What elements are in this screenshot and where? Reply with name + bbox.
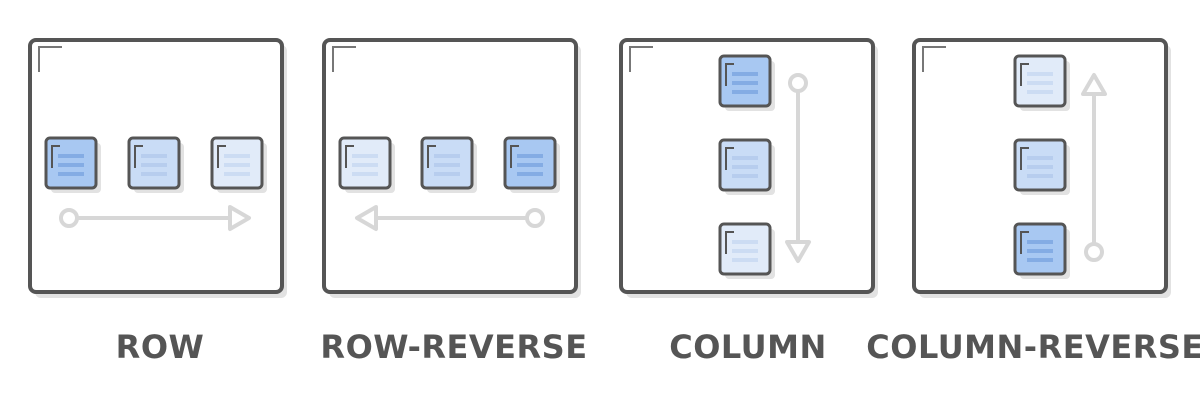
column-reverse-diagram: [912, 38, 1171, 298]
label-row: ROW: [115, 328, 205, 366]
flex-item-3: [210, 136, 267, 193]
label-row-reverse: ROW-REVERSE: [320, 328, 588, 366]
flex-item-3: [1013, 54, 1070, 111]
flex-item-1: [503, 136, 560, 193]
label-column-reverse: COLUMN-REVERSE: [866, 328, 1200, 366]
flex-item-2: [420, 136, 477, 193]
flex-item-3: [718, 222, 775, 279]
flex-item-1: [718, 54, 775, 111]
flex-item-2: [127, 136, 184, 193]
direction-arrow-right: [59, 205, 251, 231]
corner-mark: [629, 46, 653, 72]
flex-item-2: [1013, 138, 1070, 195]
row-diagram: [28, 38, 287, 298]
label-column: COLUMN: [669, 328, 827, 366]
direction-arrow-down: [785, 73, 811, 263]
row-reverse-diagram: [322, 38, 581, 298]
corner-mark: [38, 46, 62, 72]
column-diagram: [619, 38, 878, 298]
flex-item-3: [338, 136, 395, 193]
corner-mark: [922, 46, 946, 72]
direction-arrow-left: [355, 205, 545, 231]
flex-item-1: [1013, 222, 1070, 279]
corner-mark: [332, 46, 356, 72]
direction-arrow-up: [1081, 73, 1107, 262]
flex-item-1: [44, 136, 101, 193]
flex-item-2: [718, 138, 775, 195]
